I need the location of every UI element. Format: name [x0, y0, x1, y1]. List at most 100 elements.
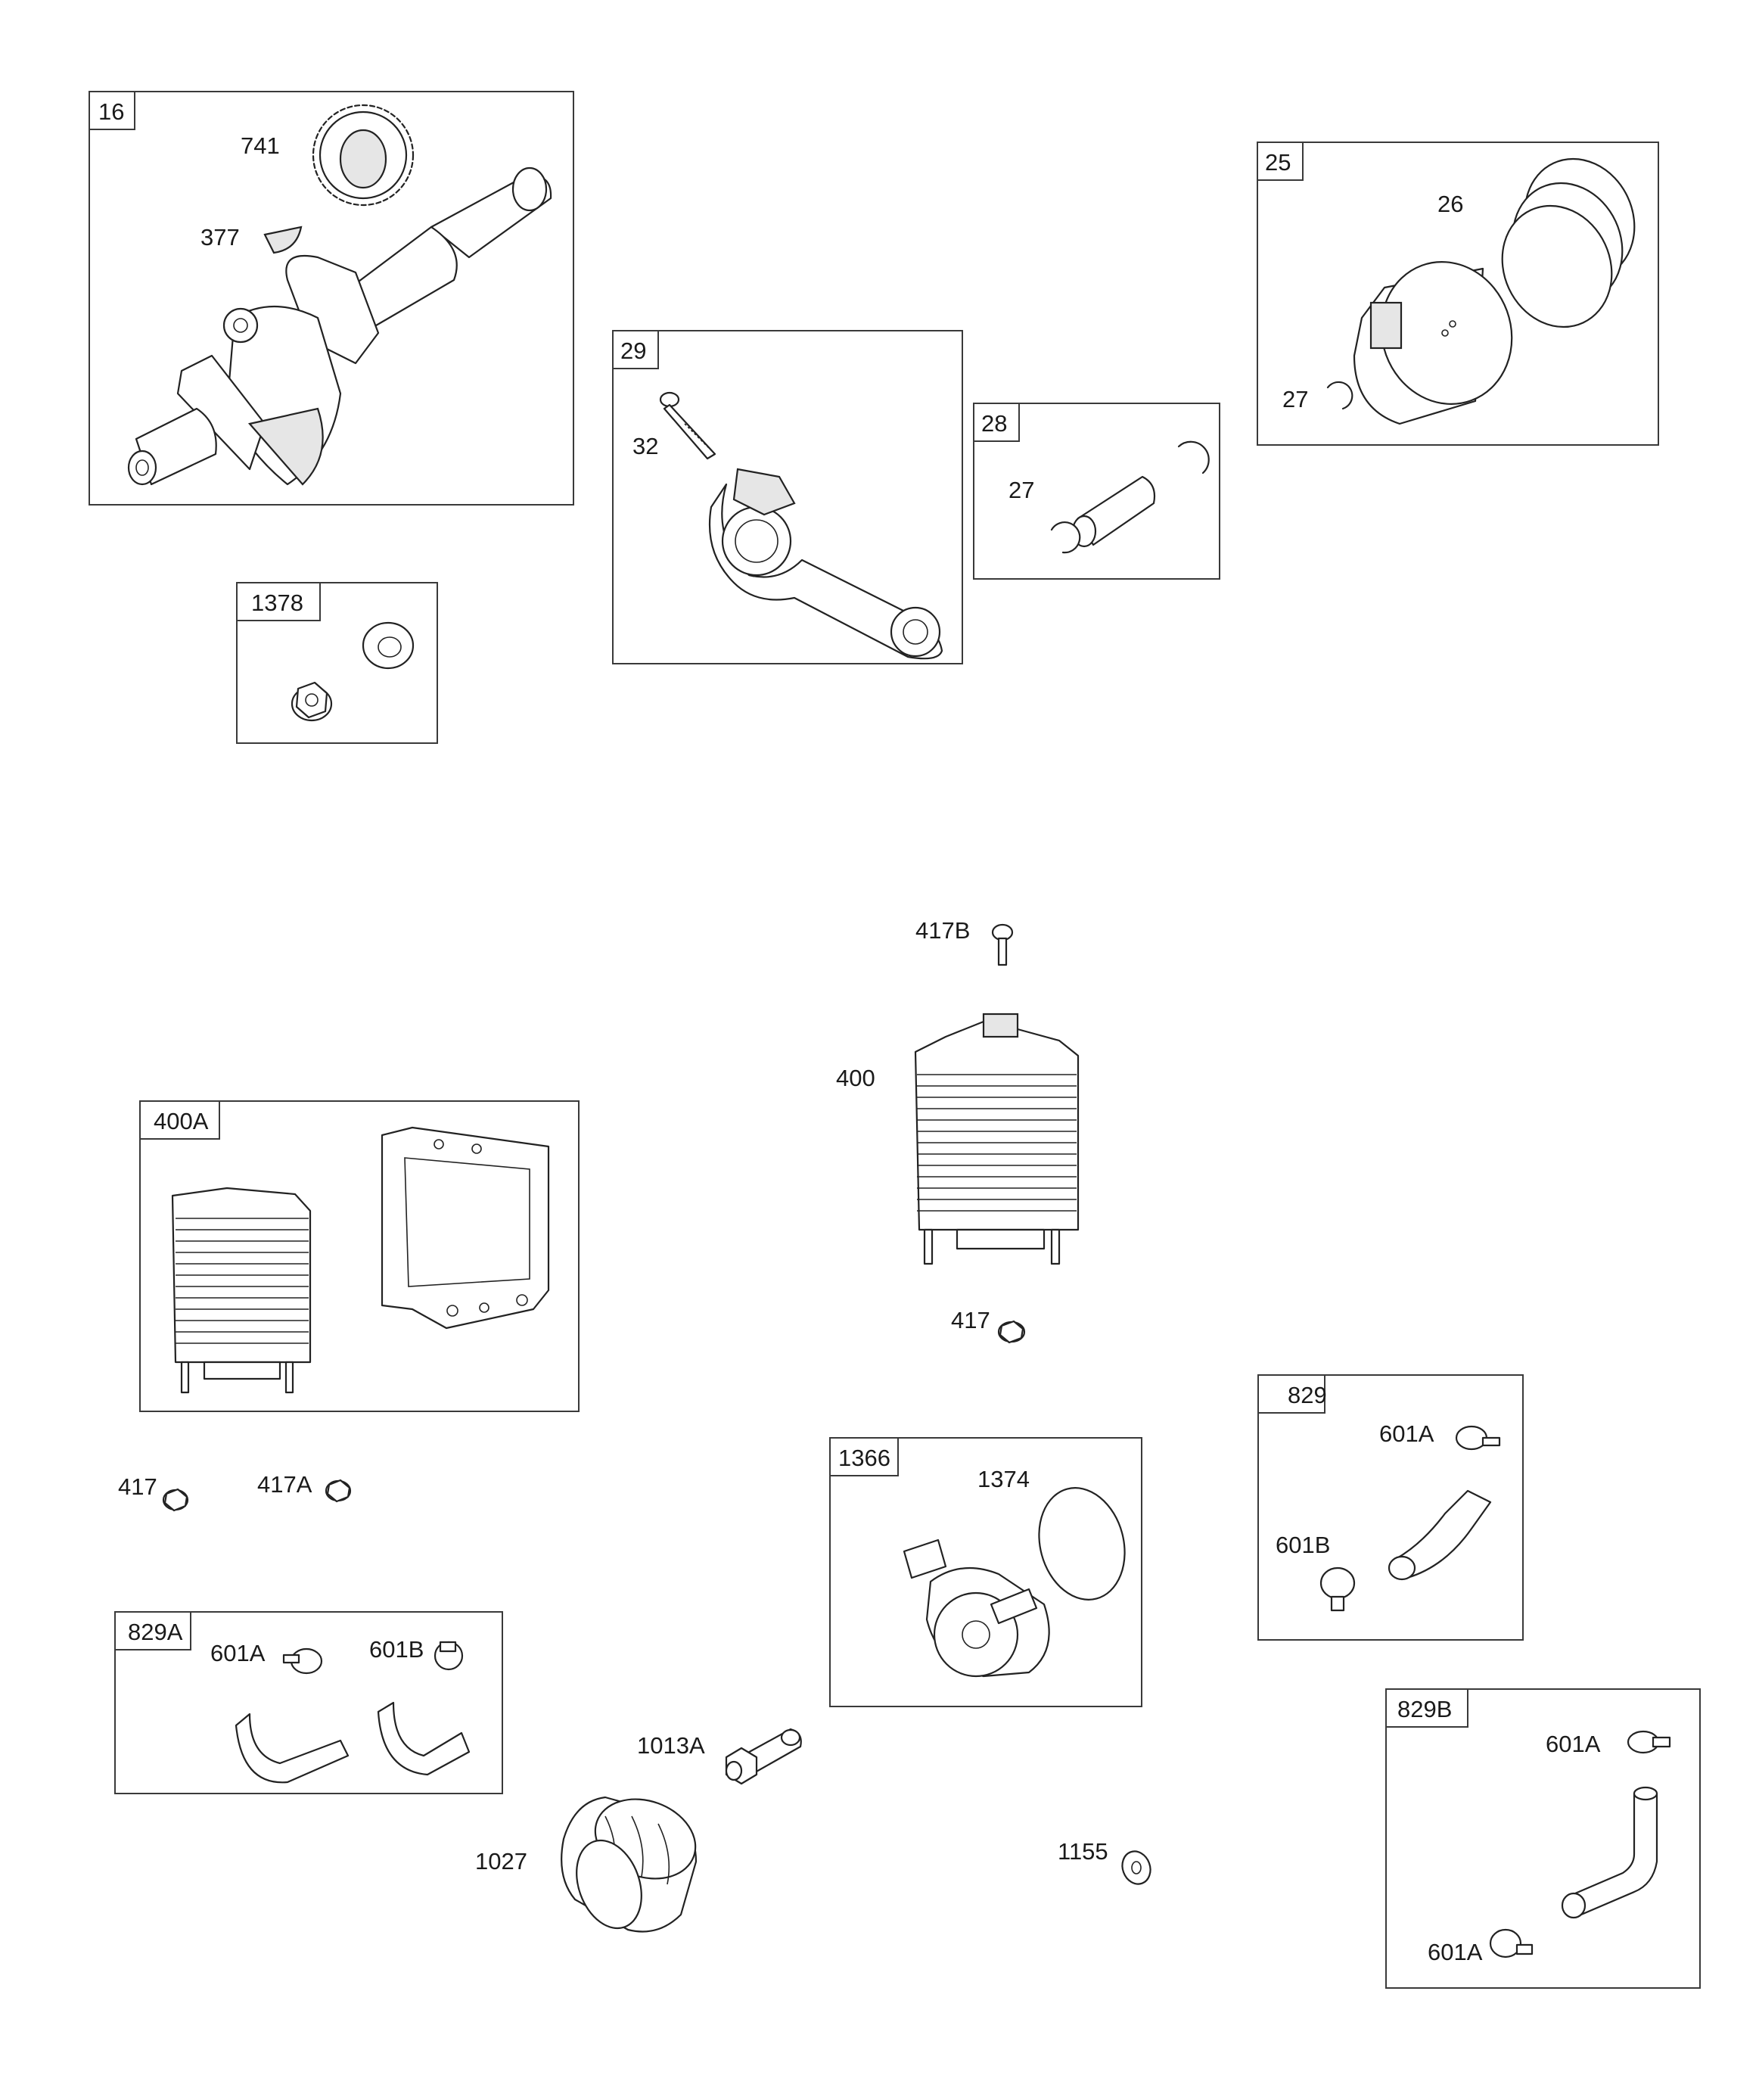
group-16-crankshaft: 16 741 377 — [89, 91, 574, 506]
part-label-washer: 1155 — [1058, 1838, 1108, 1865]
group-829a-hose: 829A 601A 601B — [114, 1611, 503, 1794]
nut-icon — [162, 1488, 189, 1512]
piston-rings-icon — [1501, 157, 1636, 328]
group-28-piston-pin: 28 27 — [973, 403, 1220, 580]
oil-filter-icon — [561, 1796, 698, 1933]
oil-cooler-icon — [171, 1187, 312, 1394]
washer-icon — [1121, 1850, 1151, 1885]
hose-clamp-icon — [282, 1647, 323, 1675]
nipple-fitting-icon — [725, 1728, 802, 1785]
part-label-nut: 417 — [951, 1307, 990, 1333]
ref-label: 25 — [1265, 149, 1291, 176]
ref-label: 1366 — [838, 1445, 890, 1471]
group-filter: 1013A 1027 — [475, 1728, 802, 1933]
ref-box — [139, 1100, 220, 1140]
group-400a-cooler-kit: 400A — [139, 1100, 580, 1412]
part-label-screw: 417B — [915, 917, 970, 944]
rod-bolt-icon — [659, 391, 716, 460]
nut-icon — [325, 1479, 352, 1503]
part-label-cooler: 400 — [836, 1065, 875, 1091]
ref-label: 829A — [128, 1619, 183, 1645]
part-label-clamp-a-bottom: 601A — [1428, 1939, 1483, 1965]
woodruff-key-icon — [263, 226, 303, 254]
ref-label: 16 — [98, 98, 124, 125]
ref-label: 829B — [1397, 1696, 1452, 1722]
oil-cooler-icon — [914, 1013, 1080, 1265]
ref-label: 400A — [154, 1108, 209, 1134]
part-label-clamp-a: 601A — [210, 1640, 266, 1666]
group-box — [139, 1100, 580, 1412]
ref-box — [612, 330, 659, 369]
hose-clamp-icon — [1627, 1730, 1671, 1754]
part-label-gear: 741 — [241, 132, 280, 159]
group-box — [829, 1437, 1142, 1707]
washer-icon — [362, 621, 415, 670]
o-ring-icon — [1038, 1487, 1126, 1601]
part-label-clamp-b: 601B — [369, 1636, 424, 1663]
ref-box — [236, 582, 321, 621]
part-label-bolt: 32 — [632, 433, 658, 459]
hose-clamp-icon — [1489, 1928, 1534, 1958]
ref-label: 29 — [620, 338, 646, 364]
group-25-piston: 25 26 27 — [1257, 142, 1659, 446]
connecting-rod-icon — [708, 468, 943, 660]
part-label-nipple: 1013A — [637, 1732, 705, 1759]
ref-box — [1257, 1374, 1325, 1414]
part-label-clip: 27 — [1282, 386, 1308, 412]
group-29-connecting-rod: 29 32 — [612, 330, 963, 664]
hose-clamp-icon — [1455, 1425, 1501, 1451]
part-label-clamp-a-top: 601A — [1546, 1731, 1601, 1757]
part-label-oring: 1374 — [977, 1466, 1030, 1492]
screw-icon — [991, 923, 1014, 966]
group-829-hose: 829 601A 601B — [1257, 1374, 1524, 1641]
hose-icon — [235, 1713, 350, 1784]
group-1378-nut-washer: 1378 — [236, 582, 438, 744]
ref-box — [89, 91, 135, 130]
nut-icon — [997, 1320, 1026, 1344]
part-label-rings: 26 — [1437, 191, 1463, 217]
group-box — [236, 582, 438, 744]
group-box — [1257, 1374, 1524, 1641]
mounting-bracket-icon — [381, 1126, 550, 1330]
hose-icon — [1568, 1792, 1658, 1916]
hose-clamp-icon — [1319, 1566, 1356, 1612]
group-box — [973, 403, 1220, 580]
piston-pin-icon — [1071, 475, 1156, 548]
part-label-clamp-a: 601A — [1379, 1420, 1434, 1447]
crankshaft-icon — [127, 166, 552, 486]
ref-label: 829 — [1288, 1382, 1327, 1408]
part-label-nut: 417 — [118, 1473, 157, 1500]
ref-box — [114, 1611, 191, 1650]
part-label-key: 377 — [200, 224, 240, 250]
hose-icon — [1394, 1489, 1492, 1579]
group-box — [1257, 142, 1659, 446]
piston-icon — [1353, 261, 1513, 425]
retaining-clip-icon — [1050, 521, 1081, 554]
group-1366-adapter: 1366 1374 — [829, 1437, 1142, 1707]
ref-box — [829, 1437, 899, 1476]
retaining-clip-icon — [1177, 440, 1210, 474]
part-label-filter: 1027 — [475, 1848, 527, 1874]
retaining-clip-icon — [1326, 381, 1353, 410]
ref-box — [973, 403, 1020, 442]
ref-box — [1257, 142, 1304, 181]
ref-label: 1378 — [251, 590, 303, 616]
ref-label: 28 — [981, 410, 1007, 437]
part-label-clip: 27 — [1008, 477, 1034, 503]
hose-clamp-icon — [434, 1641, 464, 1671]
flange-nut-icon — [291, 681, 333, 722]
group-loose-nuts: 417 417A — [118, 1471, 352, 1512]
group-box — [114, 1611, 503, 1794]
group-washer: 1155 — [1058, 1838, 1151, 1885]
part-label-nut-a: 417A — [257, 1471, 312, 1498]
group-box — [1385, 1688, 1701, 1989]
group-cooler: 417B 400 417 — [836, 917, 1080, 1344]
part-label-clamp-b: 601B — [1276, 1532, 1330, 1558]
group-box — [89, 91, 574, 506]
group-box — [612, 330, 963, 664]
hose-icon — [377, 1701, 471, 1776]
timing-gear-icon — [312, 104, 415, 207]
oil-filter-adapter-icon — [903, 1538, 1050, 1678]
ref-box — [1385, 1688, 1468, 1728]
group-829b-hose: 829B 601A 601A — [1385, 1688, 1701, 1989]
